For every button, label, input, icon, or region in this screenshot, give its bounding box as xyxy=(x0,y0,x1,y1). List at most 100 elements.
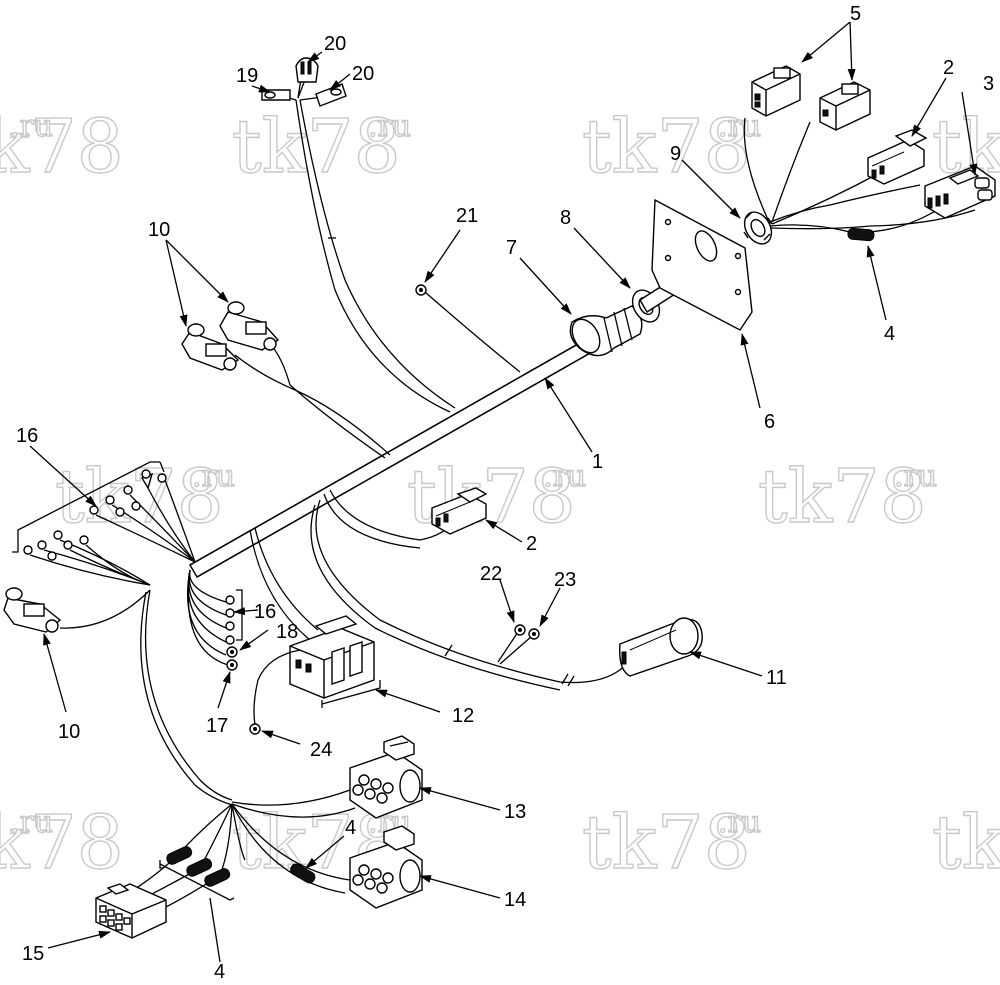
connector-part-3 xyxy=(924,165,996,219)
connector-part-2-middle xyxy=(431,487,488,535)
connector-part-5-a xyxy=(751,65,801,117)
svg-text:.ru: .ru xyxy=(718,109,761,144)
callout-1: 1 xyxy=(592,451,603,473)
connector-part-10-upper-a xyxy=(219,301,280,351)
terminal-part-20-a xyxy=(295,57,319,83)
callout-2-middle: 2 xyxy=(526,533,537,555)
callout-14: 14 xyxy=(504,889,526,911)
wires-to-terminals-22-23 xyxy=(497,631,533,665)
callout-20-top: 20 xyxy=(324,33,346,55)
callout-11: 11 xyxy=(766,667,787,689)
svg-text:.ru: .ru xyxy=(368,109,411,144)
bracket-4-lower xyxy=(159,860,235,901)
callout-3: 3 xyxy=(983,73,994,95)
callout-22: 22 xyxy=(480,563,502,585)
callout-17: 17 xyxy=(206,715,228,737)
terminal-part-24 xyxy=(249,723,261,735)
ring-terminal-lower-wires xyxy=(186,569,229,666)
svg-text:.ru: .ru xyxy=(894,459,937,494)
svg-text:tk78: tk78 xyxy=(232,104,401,190)
callout-9: 9 xyxy=(670,143,681,165)
wire-to-connector-11 xyxy=(310,499,631,691)
terminal-part-18 xyxy=(226,646,238,658)
watermark-6: tk78.ru xyxy=(406,453,587,540)
watermark-11: tk78 xyxy=(931,799,1000,886)
svg-text:tk78: tk78 xyxy=(582,104,751,190)
ring-terminal-fan-wires xyxy=(29,479,196,586)
callout-7: 7 xyxy=(506,237,517,259)
bracket-12 xyxy=(321,680,381,708)
mounting-plate-part-6 xyxy=(651,198,753,331)
terminal-part-22 xyxy=(514,624,526,636)
watermark-7: tk78.ru xyxy=(757,453,938,540)
sleeves-part-4-lower xyxy=(166,846,316,887)
bracket-16-lower xyxy=(236,589,243,641)
terminal-part-21 xyxy=(415,284,427,296)
connector-part-5-b xyxy=(819,81,871,131)
grommet-part-7 xyxy=(569,305,643,357)
watermark-8: tk78.ru xyxy=(0,799,124,886)
callout-12: 12 xyxy=(452,705,474,727)
sleeve-part-4-top xyxy=(847,227,875,242)
connector-part-15 xyxy=(95,883,167,939)
callout-4-middle: 4 xyxy=(345,817,356,839)
callout-18: 18 xyxy=(276,621,298,643)
svg-text:.ru: .ru xyxy=(10,805,53,840)
callout-23: 23 xyxy=(554,569,576,591)
svg-text:tk78: tk78 xyxy=(582,800,751,886)
nut-part-9 xyxy=(743,211,773,245)
callout-24: 24 xyxy=(310,739,332,761)
callout-5: 5 xyxy=(850,3,861,25)
callout-20-right: 20 xyxy=(352,63,374,85)
callout-16-lower: 16 xyxy=(254,601,276,623)
watermark-1: tk78.ru xyxy=(0,103,124,190)
watermark-2: tk78.ru xyxy=(231,103,412,190)
callout-4-bottom: 4 xyxy=(214,961,225,980)
leader-lines xyxy=(29,21,978,963)
callout-21: 21 xyxy=(456,205,478,227)
svg-text:tk78: tk78 xyxy=(758,454,927,540)
wire-to-terminal-24 xyxy=(253,649,301,726)
svg-text:tk78: tk78 xyxy=(932,800,1000,886)
terminal-part-19 xyxy=(261,89,291,101)
terminal-part-20-b xyxy=(315,83,347,107)
svg-text:.ru: .ru xyxy=(543,459,586,494)
callout-15: 15 xyxy=(22,943,44,965)
ring-terminals-part-16-lower xyxy=(225,595,235,645)
callout-2-top: 2 xyxy=(943,57,954,79)
connector-part-10-upper-b xyxy=(181,323,240,371)
callout-19: 19 xyxy=(236,65,258,87)
callout-13: 13 xyxy=(504,801,526,823)
svg-text:tk78: tk78 xyxy=(0,800,124,886)
callout-10-lower: 10 xyxy=(58,721,80,743)
terminal-part-23 xyxy=(528,628,540,640)
wire-to-terminal-21 xyxy=(424,291,521,373)
connector-part-14 xyxy=(349,825,423,909)
callout-6: 6 xyxy=(764,411,775,433)
bracket-16-upper xyxy=(12,461,165,553)
ring-terminals-part-16-upper xyxy=(23,469,167,561)
terminal-part-17 xyxy=(226,659,238,671)
svg-text:.ru: .ru xyxy=(192,459,235,494)
watermark-3: tk78.ru xyxy=(581,103,762,190)
watermark-10: tk78.ru xyxy=(581,799,762,886)
svg-text:.ru: .ru xyxy=(10,109,53,144)
connector-part-10-left xyxy=(3,587,62,633)
callout-10-upper: 10 xyxy=(148,219,170,241)
callout-8: 8 xyxy=(560,207,571,229)
wire-to-connector-10-left xyxy=(59,589,151,629)
svg-text:tk78: tk78 xyxy=(0,104,124,190)
svg-text:tk78: tk78 xyxy=(407,454,576,540)
connector-part-12 xyxy=(289,615,375,699)
svg-text:.ru: .ru xyxy=(718,805,761,840)
connectors-10-wires xyxy=(234,339,391,459)
connector-part-11 xyxy=(619,617,703,677)
callout-4-top: 4 xyxy=(884,323,895,345)
svg-text:tk78: tk78 xyxy=(55,454,224,540)
watermark-5: tk78.ru xyxy=(54,453,236,540)
callout-16-upper: 16 xyxy=(16,425,38,447)
connector-part-2-top xyxy=(867,129,928,185)
callout-labels: 1 2 2 3 4 4 4 5 6 7 8 9 10 10 11 12 13 1… xyxy=(16,3,994,983)
